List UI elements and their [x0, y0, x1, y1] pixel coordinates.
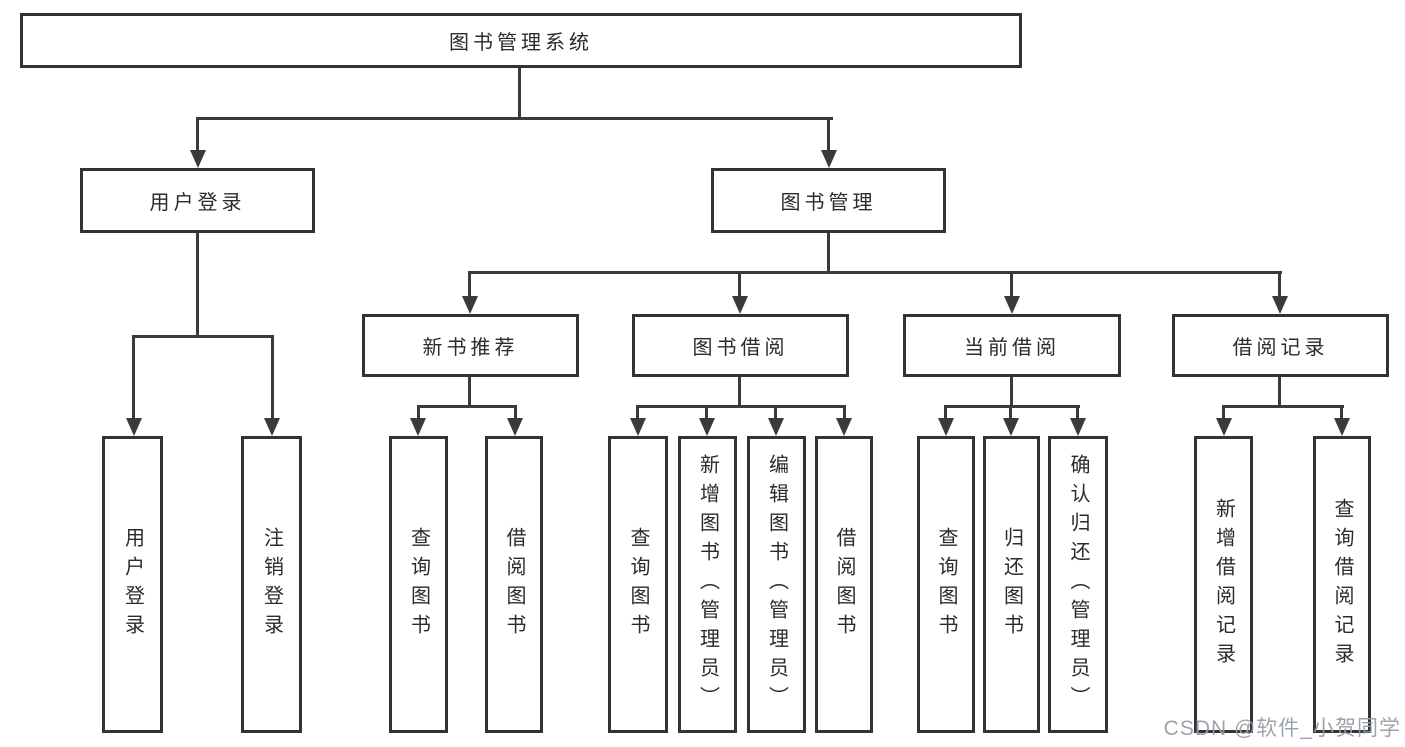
arrowhead-to-add-books-c2 [699, 418, 715, 436]
leaf-add-books-admin: 新增图书（管理员） [678, 436, 737, 733]
connector-to-current-borrow [1010, 271, 1013, 300]
csdn-watermark: CSDN @软件_小贺同学 [1163, 717, 1401, 740]
arrowhead-to-borrow-books-c4 [836, 418, 852, 436]
connector-to-user-login [196, 117, 199, 153]
node-root-library-system: 图书管理系统 [20, 13, 1022, 68]
arrowhead-to-leaf-logout [264, 418, 280, 436]
connector-to-query-record-e2 [1340, 405, 1343, 422]
connector-to-borrow-books-b2 [514, 405, 517, 422]
leaf-query-books-current: 查询图书 [917, 436, 975, 733]
leaf-query-books-recommend: 查询图书 [389, 436, 448, 733]
arrowhead-to-query-books-c1 [630, 418, 646, 436]
connector-book-management-branch [468, 271, 1282, 274]
node-label: 图书管理 [780, 192, 877, 214]
leaf-label: 借阅图书 [833, 526, 855, 643]
node-label: 用户登录 [149, 192, 246, 214]
connector-book-borrow-stem [738, 377, 741, 408]
connector-to-query-books-d1 [944, 405, 947, 422]
connector-current-borrow-stem [1010, 377, 1013, 408]
connector-book-borrow-branch [636, 405, 846, 408]
connector-user-login-branch [132, 335, 274, 338]
connector-to-leaf-login [132, 335, 135, 420]
node-current-borrowing: 当前借阅 [903, 314, 1121, 377]
leaf-label: 注销登录 [260, 526, 283, 643]
connector-new-book-branch [417, 405, 517, 408]
connector-book-management-stem [827, 233, 830, 274]
node-label: 当前借阅 [964, 337, 1060, 359]
leaf-label: 查询图书 [627, 526, 649, 643]
connector-to-leaf-logout [271, 335, 274, 420]
node-label: 图书管理系统 [449, 32, 593, 54]
arrowhead-to-user-login [190, 150, 206, 168]
connector-user-login-stem [196, 233, 199, 338]
arrowhead-to-edit-books-c3 [768, 418, 784, 436]
connector-to-add-books-c2 [705, 405, 708, 422]
arrowhead-to-borrow-records [1272, 296, 1288, 314]
arrowhead-to-query-books-b1 [410, 418, 426, 436]
leaf-label: 确认归还（管理员） [1067, 454, 1089, 715]
leaf-borrow-books-recommend: 借阅图书 [485, 436, 543, 733]
connector-borrow-records-branch [1222, 405, 1344, 408]
leaf-label: 查询图书 [935, 526, 957, 643]
node-book-borrowing: 图书借阅 [632, 314, 849, 377]
connector-to-book-borrow [738, 271, 741, 300]
connector-to-confirm-return-d3 [1076, 405, 1079, 422]
connector-borrow-records-stem [1278, 377, 1281, 408]
arrowhead-to-confirm-return-d3 [1070, 418, 1086, 436]
leaf-label: 新增借阅记录 [1212, 497, 1235, 672]
leaf-edit-books-admin: 编辑图书（管理员） [747, 436, 806, 733]
connector-to-add-record-e1 [1222, 405, 1225, 422]
connector-to-borrow-records [1278, 271, 1281, 300]
connector-new-book-stem [468, 377, 471, 408]
connector-to-edit-books-c3 [774, 405, 777, 422]
node-new-book-recommendation: 新书推荐 [362, 314, 579, 377]
leaf-label: 借阅图书 [503, 526, 525, 643]
leaf-logout: 注销登录 [241, 436, 302, 733]
leaf-query-borrow-record: 查询借阅记录 [1313, 436, 1371, 733]
leaf-label: 查询借阅记录 [1331, 497, 1353, 672]
node-label: 图书借阅 [692, 337, 789, 359]
arrowhead-to-query-books-d1 [938, 418, 954, 436]
connector-to-query-books-c1 [636, 405, 639, 422]
connector-to-borrow-books-c4 [843, 405, 846, 422]
leaf-label: 编辑图书（管理员） [765, 454, 788, 715]
arrowhead-to-return-books-d2 [1003, 418, 1019, 436]
connector-root-branch [196, 117, 833, 120]
connector-to-book-management [827, 117, 830, 153]
arrowhead-to-book-borrow [732, 296, 748, 314]
node-label: 新书推荐 [422, 337, 519, 359]
connector-to-return-books-d2 [1009, 405, 1012, 422]
leaf-label: 查询图书 [407, 526, 430, 643]
leaf-confirm-return-admin: 确认归还（管理员） [1048, 436, 1108, 733]
connector-current-borrow-branch [944, 405, 1080, 408]
leaf-label: 新增图书（管理员） [696, 454, 719, 715]
leaf-user-login: 用户登录 [102, 436, 163, 733]
leaf-borrow-books-borrowing: 借阅图书 [815, 436, 873, 733]
arrowhead-to-query-record-e2 [1334, 418, 1350, 436]
arrowhead-to-borrow-books-b2 [507, 418, 523, 436]
arrowhead-to-add-record-e1 [1216, 418, 1232, 436]
node-label: 借阅记录 [1232, 337, 1329, 359]
node-book-management: 图书管理 [711, 168, 946, 233]
leaf-label: 归还图书 [1000, 526, 1023, 643]
leaf-add-borrow-record: 新增借阅记录 [1194, 436, 1253, 733]
connector-root-stem [518, 68, 521, 118]
node-borrowing-records: 借阅记录 [1172, 314, 1389, 377]
connector-to-new-book [468, 271, 471, 300]
leaf-query-books-borrowing: 查询图书 [608, 436, 668, 733]
arrowhead-to-leaf-login [126, 418, 142, 436]
leaf-return-books: 归还图书 [983, 436, 1040, 733]
leaf-label: 用户登录 [121, 526, 144, 643]
arrowhead-to-new-book [462, 296, 478, 314]
arrowhead-to-current-borrow [1004, 296, 1020, 314]
arrowhead-to-book-management [821, 150, 837, 168]
node-user-login: 用户登录 [80, 168, 315, 233]
connector-to-query-books-b1 [417, 405, 420, 422]
